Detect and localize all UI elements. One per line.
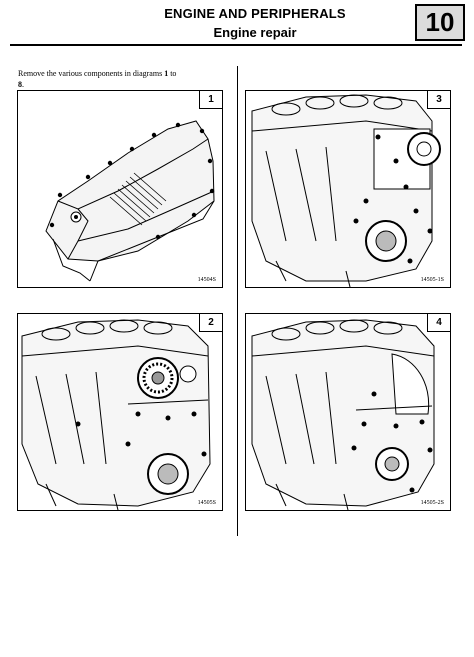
instruction-text: Remove the various components in diagram… (18, 68, 223, 90)
diagram-panel-1: 1 14504S (17, 90, 223, 288)
instruction-lead: Remove the various components in diagram… (18, 69, 165, 78)
diagram-ref-3: 14505-1S (420, 277, 444, 283)
header-subtitle: Engine repair (213, 25, 297, 40)
header-rule (10, 44, 462, 46)
engine-block-drawing-2 (21, 319, 211, 510)
diagram-ref-1: 14504S (197, 277, 216, 283)
diagram-panel-4: 4 14505-2S (245, 313, 451, 511)
engine-block-drawing-4 (251, 319, 435, 510)
instruction-end: . (22, 80, 24, 89)
diagram-number-3: 3 (427, 91, 450, 109)
diagram-number-1: 1 (199, 91, 222, 109)
instruction-diagram-to: 8 (18, 80, 22, 89)
diagram-number-2: 2 (199, 314, 222, 332)
diagram-panel-2: 2 14505S (17, 313, 223, 511)
diagram-ref-4: 14505-2S (420, 500, 444, 506)
section-number-box: 10 (415, 4, 465, 41)
instruction-middle: to (168, 69, 177, 78)
diagram-panel-3: 3 14505-1S (245, 90, 451, 288)
oil-sump-drawing (45, 120, 215, 282)
instruction-diagram-from: 1 (164, 69, 169, 78)
column-divider (237, 66, 238, 536)
engine-block-drawing-3 (251, 94, 441, 287)
diagram-ref-2: 14505S (197, 500, 216, 506)
diagram-number-4: 4 (427, 314, 450, 332)
header-title: ENGINE AND PERIPHERALS (164, 6, 346, 21)
